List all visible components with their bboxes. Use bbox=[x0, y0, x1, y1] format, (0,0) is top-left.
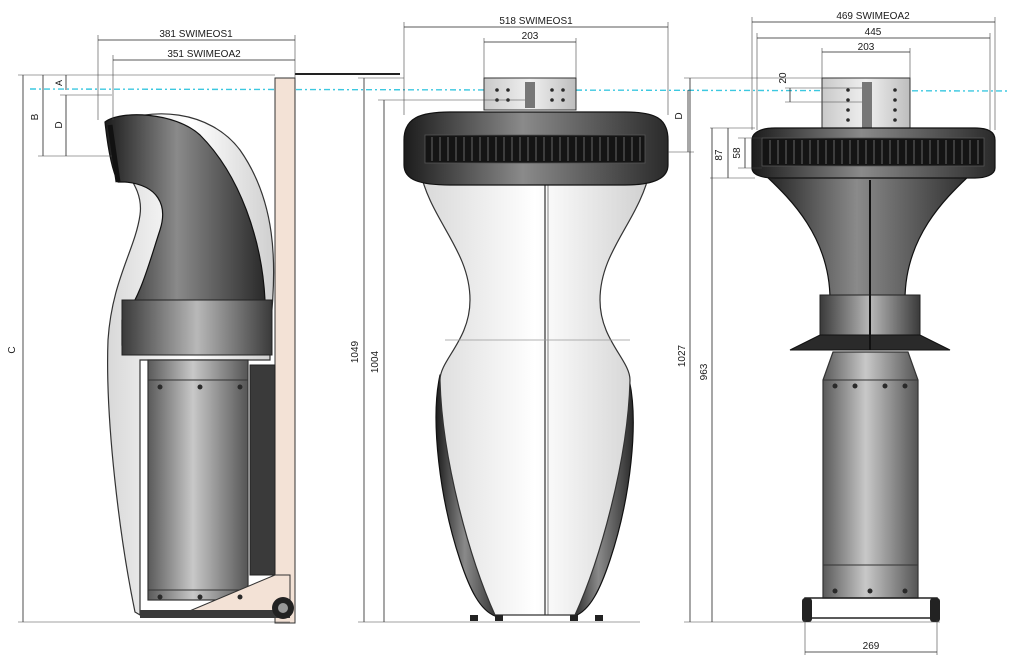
rear-funnel bbox=[758, 169, 977, 301]
dim-letter-c: C bbox=[7, 346, 18, 353]
dim-rear-width-2: 445 bbox=[865, 27, 882, 38]
rear-dimensions: 469 SWIMEOA2 445 203 20 87 58 1027 963 2… bbox=[677, 11, 996, 655]
front-view bbox=[403, 77, 669, 621]
front-dimensions: 518 SWIMEOS1 203 1049 1004 D bbox=[350, 16, 694, 623]
side-motor-cylinder bbox=[147, 359, 249, 601]
wall-panel bbox=[274, 77, 296, 624]
dim-height-1027: 1027 bbox=[677, 344, 688, 367]
dim-side-width-1: 381 SWIMEOS1 bbox=[159, 29, 233, 40]
dim-base-269: 269 bbox=[863, 641, 880, 652]
side-view bbox=[104, 73, 400, 624]
dim-letter-a: A bbox=[54, 80, 64, 86]
dim-rear-inner: 203 bbox=[858, 42, 875, 53]
rear-grille-slats bbox=[769, 140, 979, 164]
rear-cylinder-bolts bbox=[832, 383, 908, 594]
side-intake-lip bbox=[107, 124, 121, 183]
side-collar bbox=[121, 299, 273, 356]
dim-height-58: 58 bbox=[732, 147, 743, 159]
side-dimensions: 381 SWIMEOS1 351 SWIMEOA2 C B A D bbox=[7, 29, 296, 623]
rear-block-holes bbox=[846, 88, 897, 122]
dim-front-inner: 203 bbox=[522, 31, 539, 42]
dim-height-1004: 1004 bbox=[370, 350, 381, 373]
rear-motor-cylinder bbox=[822, 351, 919, 599]
front-grille-slats bbox=[431, 137, 641, 161]
side-base-plate bbox=[140, 610, 290, 618]
dim-letter-b: B bbox=[30, 113, 41, 120]
rear-view bbox=[751, 77, 996, 622]
dim-letter-d-left: D bbox=[54, 121, 65, 128]
dim-height-963: 963 bbox=[699, 363, 710, 380]
rear-base-frame bbox=[804, 597, 938, 619]
dim-height-87: 87 bbox=[714, 149, 725, 161]
rear-intake-grille bbox=[761, 137, 985, 167]
dim-letter-d-mid: D bbox=[674, 112, 685, 119]
dim-front-width: 518 SWIMEOS1 bbox=[499, 16, 573, 27]
side-grille bbox=[249, 364, 276, 576]
front-body-shell bbox=[419, 169, 651, 616]
dim-side-width-2: 351 SWIMEOA2 bbox=[167, 49, 241, 60]
front-intake-grille bbox=[424, 134, 646, 164]
dim-height-1049: 1049 bbox=[350, 340, 361, 363]
dim-rear-width: 469 SWIMEOA2 bbox=[836, 11, 910, 22]
